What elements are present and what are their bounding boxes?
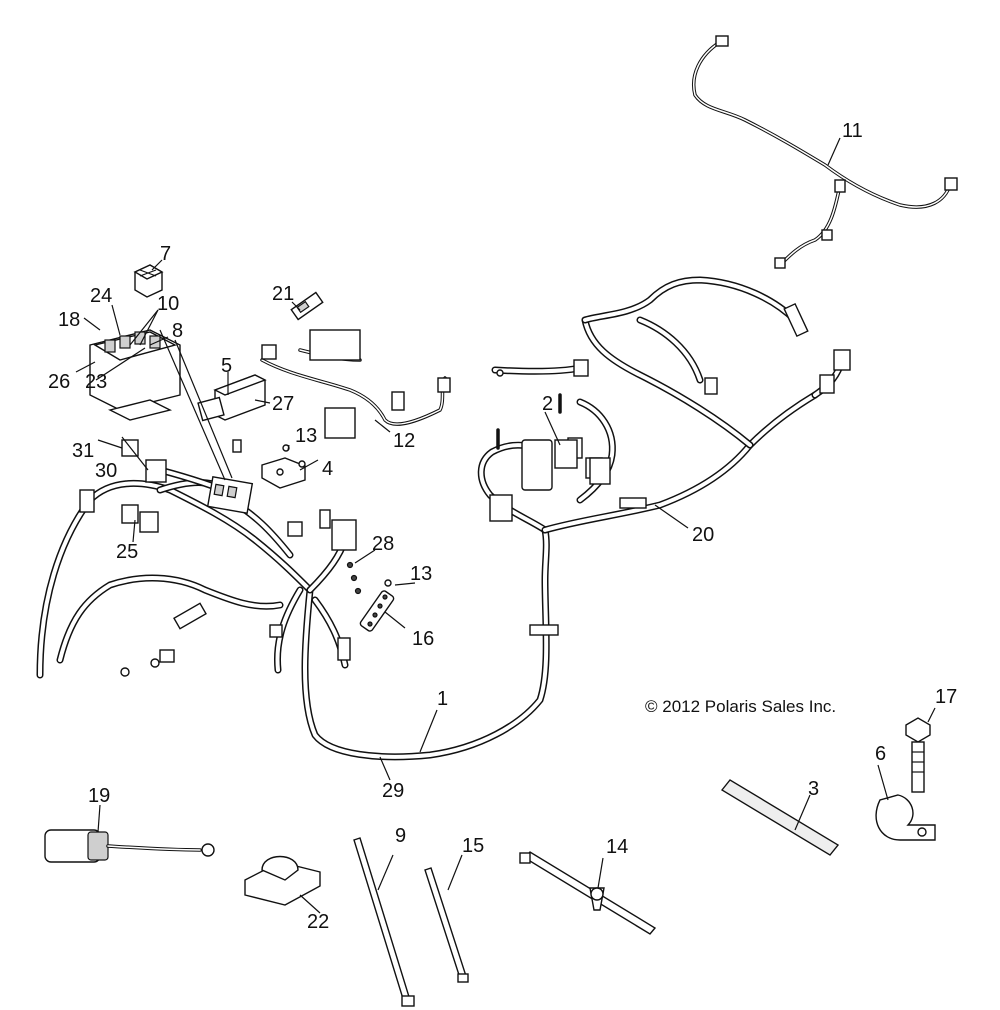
callout-14: 14 [606, 836, 628, 858]
part-22-clip [244, 855, 321, 906]
relay-7 [133, 264, 164, 298]
mini-fuse [232, 439, 242, 453]
callout-10: 10 [157, 293, 179, 315]
clamp-6 [875, 794, 936, 841]
fasteners-28 [346, 561, 362, 595]
callout-9: 9 [395, 825, 406, 847]
callout-23: 23 [85, 371, 107, 393]
callout-labels: 1 2 3 4 5 6 7 8 9 10 11 12 13 13 14 15 1… [48, 120, 957, 933]
wire-harness-12 [260, 329, 451, 439]
callout-2: 2 [542, 393, 553, 415]
callout-28: 28 [372, 533, 394, 555]
callout-25: 25 [116, 541, 138, 563]
callout-15: 15 [462, 835, 484, 857]
callout-17: 17 [935, 686, 957, 708]
wire-harness-11 [692, 35, 958, 269]
bolt-17 [905, 717, 931, 793]
callout-26: 26 [48, 371, 70, 393]
terminal-strip-16 [359, 579, 395, 632]
callout-30: 30 [95, 460, 117, 482]
callout-18: 18 [58, 309, 80, 331]
cable-tie-14 [519, 851, 657, 935]
callout-16: 16 [412, 628, 434, 650]
callout-13-upper: 13 [295, 425, 317, 447]
harness-connectors [79, 302, 851, 677]
callout-3: 3 [808, 778, 819, 800]
callout-20: 20 [692, 524, 714, 546]
cable-tie-9 [353, 837, 415, 1007]
callout-12: 12 [393, 430, 415, 452]
callout-31: 31 [72, 440, 94, 462]
callout-11: 11 [842, 120, 863, 142]
bracket-4 [261, 457, 306, 489]
inline-fuse-block [206, 475, 254, 515]
callout-1: 1 [437, 688, 448, 710]
fuse-holder-27 [197, 374, 267, 422]
callout-5: 5 [221, 355, 232, 377]
foam-strip-3 [720, 779, 840, 856]
copyright-notice: © 2012 Polaris Sales Inc. [645, 697, 836, 716]
callout-29: 29 [382, 780, 404, 802]
callout-6: 6 [875, 743, 886, 765]
screw-13-upper [282, 444, 306, 468]
callout-8: 8 [172, 320, 183, 342]
callout-27: 27 [272, 393, 294, 415]
connector-cluster-2 [554, 439, 611, 485]
callout-7: 7 [160, 243, 171, 265]
callout-22: 22 [307, 911, 329, 933]
callout-13-lower: 13 [410, 563, 432, 585]
callout-4: 4 [322, 458, 333, 480]
fuse-box-assembly [89, 329, 181, 421]
callout-19: 19 [88, 785, 110, 807]
cable-tie-15 [424, 867, 469, 983]
callout-21: 21 [272, 283, 294, 305]
part-19-plug [44, 829, 215, 863]
callout-24: 24 [90, 285, 112, 307]
leader-lines [75, 137, 936, 914]
